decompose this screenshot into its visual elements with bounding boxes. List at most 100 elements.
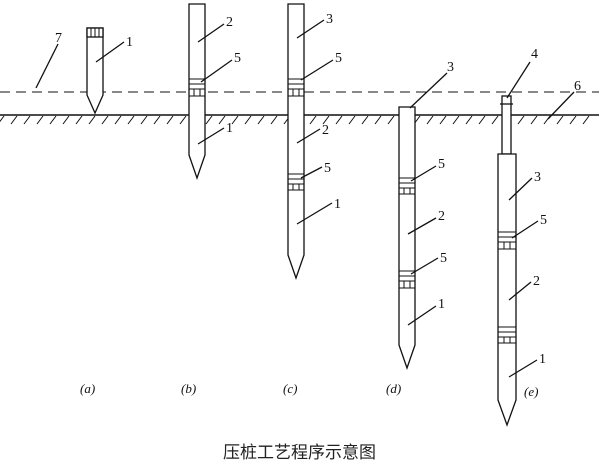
pile-joint (498, 326, 516, 344)
callout-leader (407, 217, 437, 235)
callout-label: 1 (126, 35, 133, 50)
stage-b: 2 5 1 (b) (181, 3, 241, 396)
stage-label: (c) (283, 381, 297, 396)
callout-label: 2 (322, 123, 329, 138)
ground-hatch-mark (348, 115, 356, 125)
pile-body (497, 153, 517, 427)
ground-hatch-mark (569, 115, 577, 125)
callout-leader (95, 41, 125, 63)
ground-hatch-mark (140, 115, 148, 125)
callout-leader (407, 305, 437, 326)
ground-hatch-mark (491, 115, 499, 125)
stage-a: 1 7 (a) (35, 27, 133, 396)
callout-leader (508, 359, 538, 378)
callout-leader (508, 177, 533, 201)
callout-label: 2 (226, 15, 233, 30)
ground-hatch-mark (23, 115, 31, 125)
callout-label: 5 (234, 51, 241, 66)
callout-label: 5 (335, 51, 342, 66)
stage-c: 3 5 2 5 1 (c) (283, 3, 342, 396)
stage-e: 4 6 3 5 2 1 (e) (497, 47, 581, 427)
ground-hatch-mark (426, 115, 434, 125)
callout-leader (410, 257, 439, 275)
callout-label: 6 (574, 79, 581, 94)
ground-hatch-mark (127, 115, 135, 125)
ground-hatch-mark (530, 115, 538, 125)
callout-label: 5 (540, 213, 547, 228)
ground-hatch-mark (218, 115, 226, 125)
callout-leader (296, 19, 325, 39)
ground-hatch-mark (231, 115, 239, 125)
ground-hatch-mark (166, 115, 174, 125)
ground-hatch-mark (452, 115, 460, 125)
ground-hatch-mark (322, 115, 330, 125)
callout-leader (35, 43, 59, 89)
ground-hatch-mark (101, 115, 109, 125)
callout-label: 1 (334, 197, 341, 212)
ground-hatch-mark (205, 115, 213, 125)
ground-hatch-mark (179, 115, 187, 125)
pile-joint-5 (399, 270, 415, 289)
stage-label: (e) (524, 384, 538, 399)
callout-leader (197, 23, 225, 43)
callout-leader (300, 166, 323, 179)
ground-hatch-mark (309, 115, 317, 125)
callout-leader (511, 220, 539, 239)
callout-leader (296, 202, 333, 225)
pile-section-1 (86, 27, 104, 115)
pile-joint-5 (288, 78, 304, 97)
pile-joint-5 (189, 78, 205, 97)
callout-label: 7 (55, 31, 62, 46)
ground-hatch-mark (75, 115, 83, 125)
ground-hatch-mark (465, 115, 473, 125)
stage-label: (d) (386, 381, 401, 396)
ground-hatch-mark (0, 115, 5, 123)
callout-label: 3 (326, 12, 333, 27)
callout-leader (197, 127, 225, 145)
callout-leader (200, 59, 233, 83)
diagram-caption: 压桩工艺程序示意图 (223, 443, 376, 463)
ground-hatch-mark (582, 115, 590, 125)
ground-hatch-mark (374, 115, 382, 125)
ground-hatch-mark (439, 115, 447, 125)
callout-label: 1 (226, 121, 233, 136)
pressing-rod (501, 95, 512, 155)
ground-hatch-mark (478, 115, 486, 125)
callout-label: 5 (324, 161, 331, 176)
stage-label: (b) (181, 381, 196, 396)
ground-hatch-mark (114, 115, 122, 125)
ground-hatch-mark (88, 115, 96, 125)
callout-leader (409, 72, 448, 109)
ground-hatch-mark (49, 115, 57, 125)
callout-leader (296, 128, 321, 144)
ground-hatch-mark (335, 115, 343, 125)
callout-label: 3 (447, 60, 454, 75)
ground-hatch-mark (361, 115, 369, 125)
ground-hatch-mark (517, 115, 525, 125)
ground-hatch-mark (10, 115, 18, 125)
callout-label: 5 (438, 157, 445, 172)
callout-label: 3 (534, 170, 541, 185)
pile-body (398, 106, 416, 370)
ground-hatch-mark (387, 115, 395, 125)
callout-leader (508, 281, 532, 301)
callout-label: 1 (539, 352, 546, 367)
callout-label: 1 (438, 297, 445, 312)
ground-hatch-mark (62, 115, 70, 125)
callout-leader (506, 61, 531, 99)
callout-label: 2 (438, 209, 445, 224)
ground-hatch-mark (257, 115, 265, 125)
pile-body (287, 3, 305, 280)
pile-body (188, 3, 206, 180)
pile-joint-5 (288, 173, 304, 191)
stage-label: (a) (80, 381, 95, 396)
callout-label: 2 (533, 274, 540, 289)
ground-hatch-mark (244, 115, 252, 125)
ground-hatch-mark (270, 115, 278, 125)
callout-leader (547, 91, 575, 120)
callout-label: 5 (440, 251, 447, 266)
ground-hatch-mark (556, 115, 564, 125)
callout-label: 4 (531, 47, 538, 62)
callout-leader (410, 165, 437, 182)
